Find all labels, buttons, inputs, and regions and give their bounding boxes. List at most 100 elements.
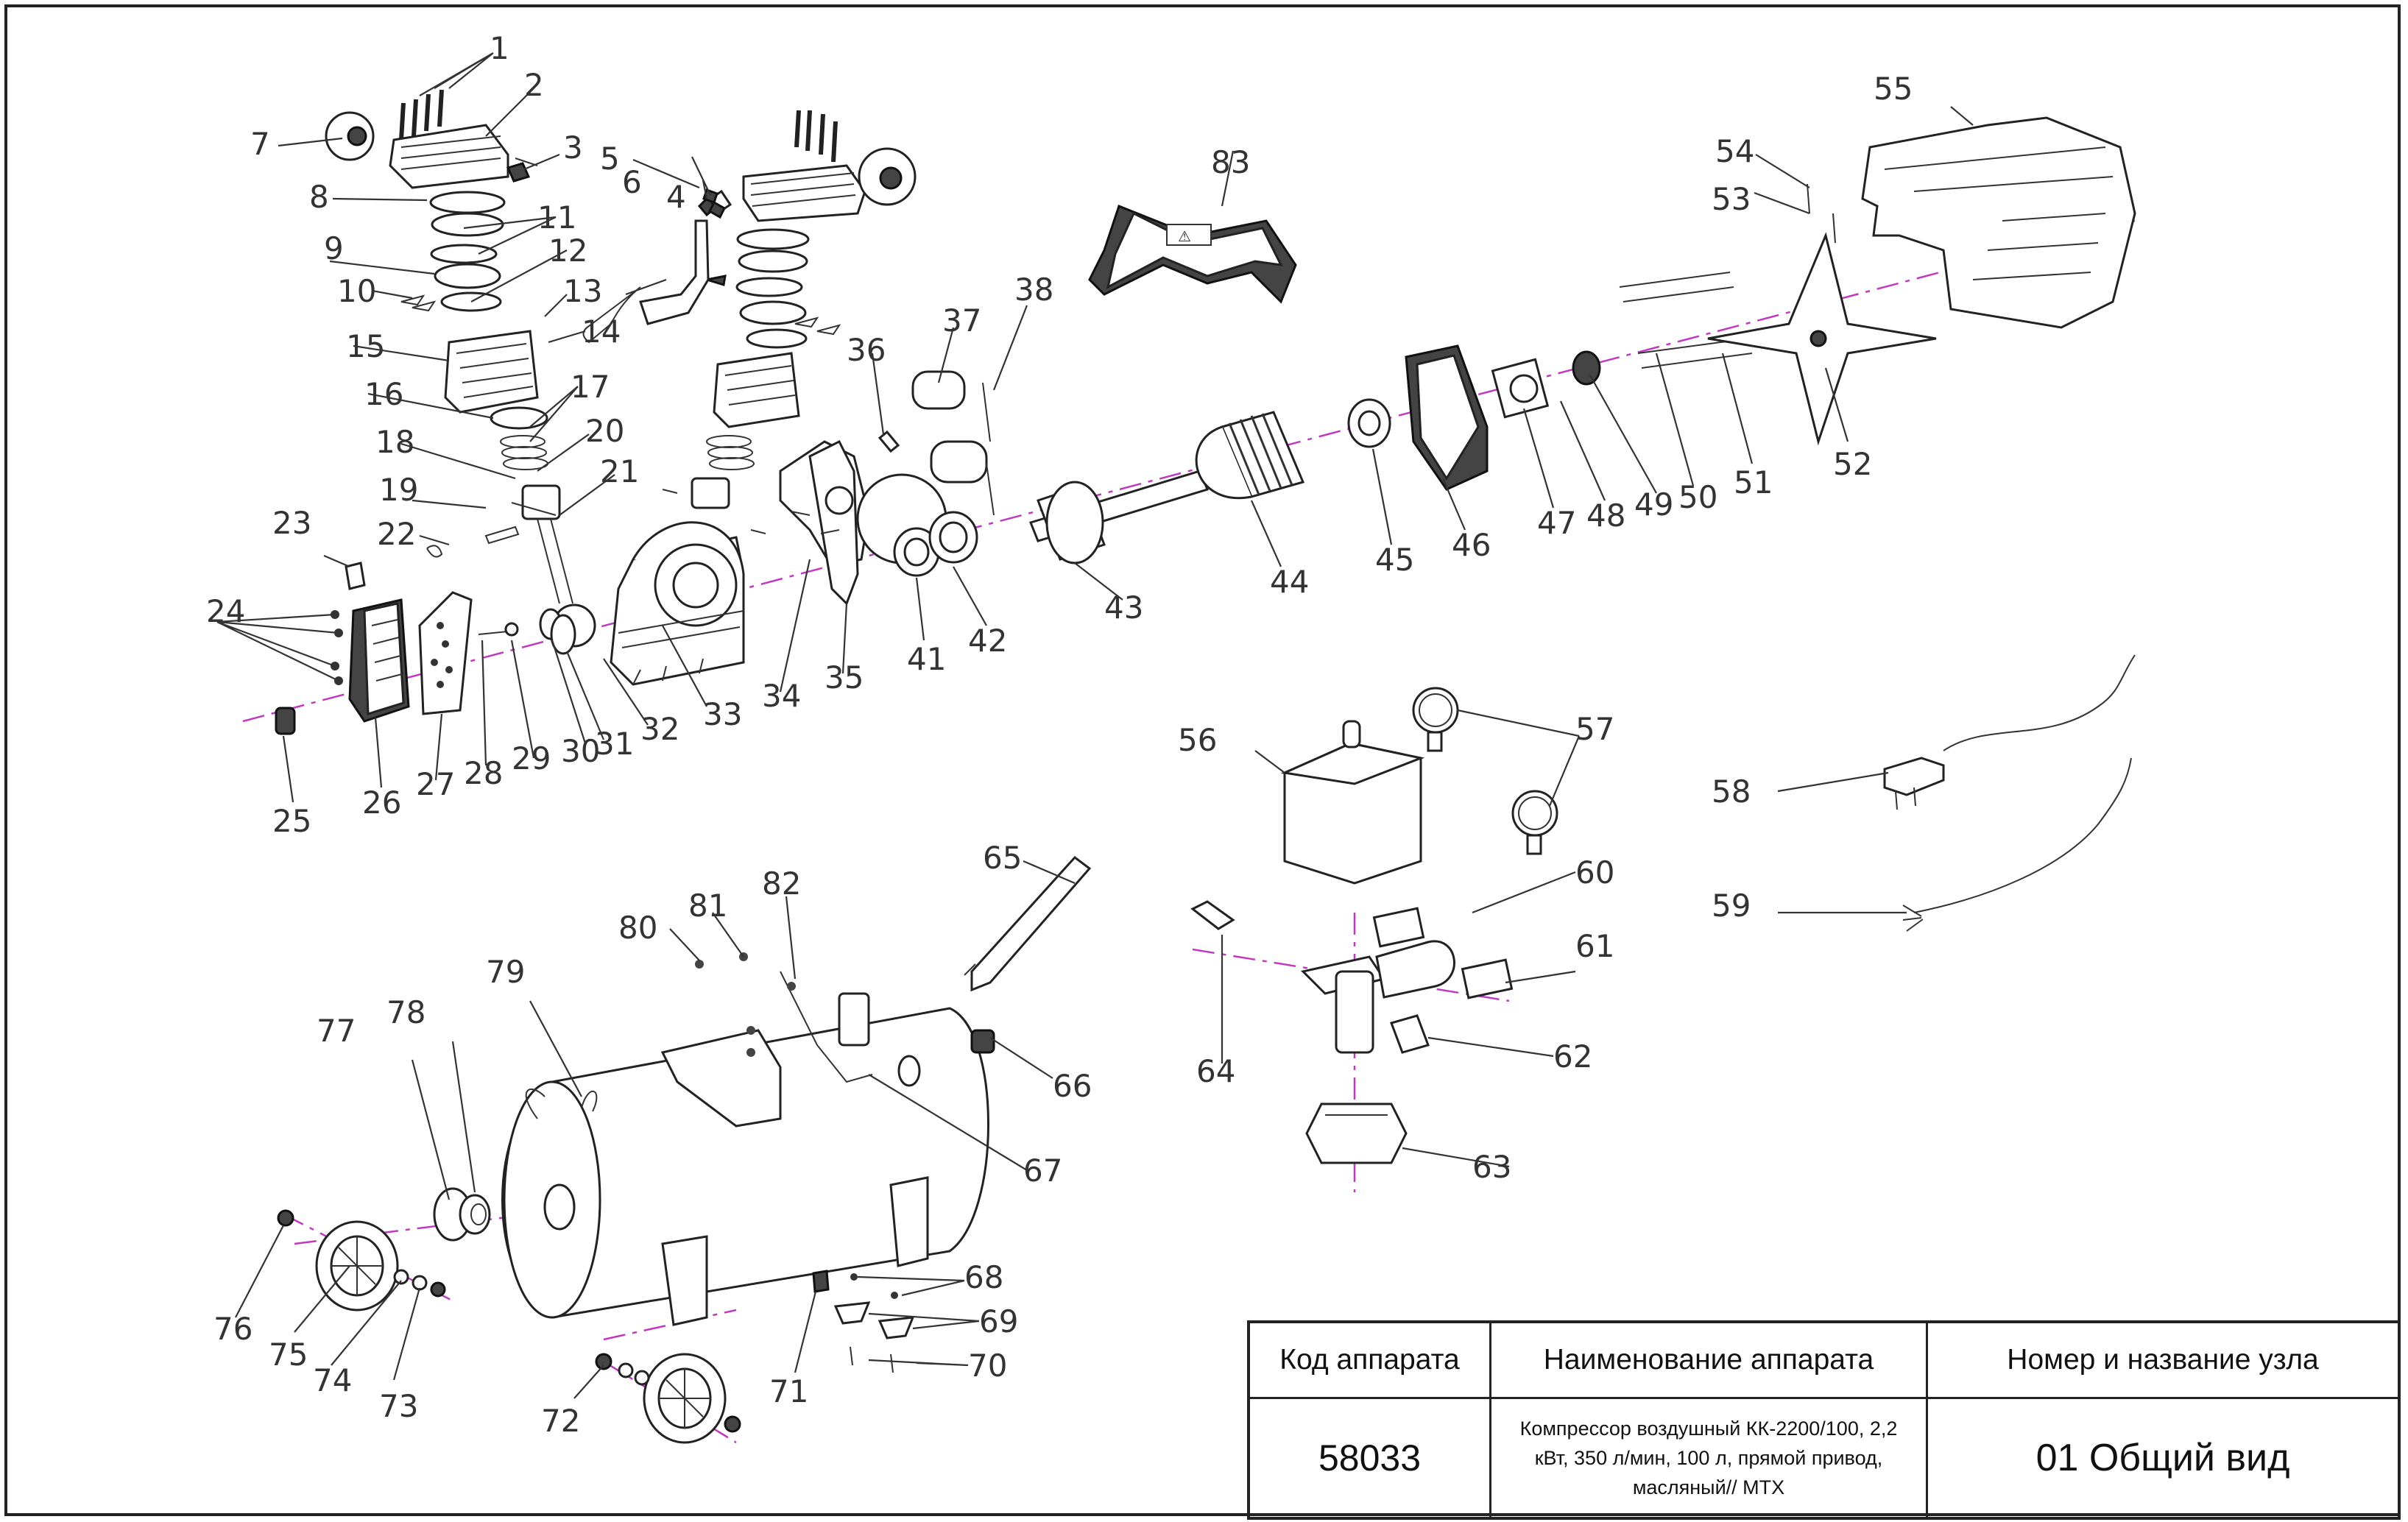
callout-67: 67	[1023, 1153, 1062, 1189]
callout-66: 66	[1053, 1068, 1092, 1104]
callout-59: 59	[1712, 888, 1751, 924]
callout-24: 24	[206, 593, 245, 629]
callout-4: 4	[666, 179, 686, 215]
callout-1: 1	[490, 30, 509, 66]
wheel-front	[277, 1209, 446, 1312]
leader-lines	[216, 52, 1974, 1399]
callout-37: 37	[942, 302, 981, 339]
callout-64: 64	[1196, 1053, 1235, 1089]
callout-49: 49	[1634, 486, 1673, 523]
callout-48: 48	[1586, 498, 1625, 534]
callout-27: 27	[416, 766, 455, 802]
header-node: Номер и название узла	[1926, 1320, 2401, 1399]
callout-63: 63	[1472, 1149, 1511, 1185]
callout-33: 33	[703, 696, 742, 732]
callout-2: 2	[524, 67, 544, 103]
left-cylinder-head-group	[325, 89, 596, 648]
callout-11: 11	[537, 199, 576, 236]
callout-18: 18	[375, 424, 414, 460]
callout-65: 65	[983, 840, 1022, 876]
callout-41: 41	[907, 641, 946, 677]
callout-26: 26	[362, 785, 401, 821]
node-name: 01 Общий вид	[1926, 1397, 2401, 1520]
callout-73: 73	[379, 1388, 418, 1424]
device-code: 58033	[1247, 1397, 1491, 1520]
belt-guard-group: ⚠	[1088, 205, 1297, 304]
callout-9: 9	[324, 230, 344, 266]
callout-14: 14	[582, 314, 621, 350]
header-name: Наименование аппарата	[1489, 1320, 1928, 1399]
callout-83: 83	[1211, 144, 1250, 180]
device-name: Компрессор воздушный КК-2200/100, 2,2 кВ…	[1489, 1397, 1928, 1520]
pressure-switch-group	[1190, 687, 1558, 1164]
callout-71: 71	[769, 1373, 808, 1409]
callout-69: 69	[979, 1303, 1018, 1339]
callout-7: 7	[250, 126, 270, 162]
callout-74: 74	[313, 1362, 352, 1398]
callout-68: 68	[964, 1259, 1003, 1295]
callout-25: 25	[272, 803, 311, 839]
callout-57: 57	[1575, 711, 1614, 747]
callout-16: 16	[364, 376, 403, 412]
callout-23: 23	[272, 505, 311, 541]
callout-5: 5	[600, 141, 620, 177]
callout-28: 28	[464, 755, 503, 791]
callout-80: 80	[618, 910, 657, 946]
callout-32: 32	[640, 711, 679, 747]
end-cover-group	[275, 562, 576, 735]
drawing-frame	[4, 4, 2401, 1516]
callout-46: 46	[1452, 527, 1491, 563]
callout-45: 45	[1375, 542, 1414, 578]
callout-62: 62	[1553, 1038, 1592, 1075]
callout-13: 13	[563, 273, 602, 309]
callout-35: 35	[825, 659, 864, 695]
callout-77: 77	[317, 1013, 356, 1049]
callout-55: 55	[1874, 71, 1913, 107]
fan-group	[1405, 116, 2136, 491]
wheel-rear	[595, 1353, 741, 1444]
callout-22: 22	[377, 516, 416, 552]
callout-51: 51	[1734, 464, 1773, 500]
callout-75: 75	[269, 1337, 308, 1373]
motor-group	[856, 370, 1391, 577]
drain-valve-group	[433, 1187, 491, 1242]
callout-54: 54	[1715, 133, 1754, 169]
callout-42: 42	[968, 623, 1007, 659]
callout-78: 78	[386, 994, 426, 1030]
header-code: Код аппарата	[1247, 1320, 1491, 1399]
callout-3: 3	[563, 130, 583, 166]
callout-19: 19	[379, 472, 418, 508]
callout-50: 50	[1678, 479, 1717, 515]
callout-31: 31	[595, 726, 634, 762]
callout-15: 15	[346, 328, 385, 364]
tank-group	[501, 952, 995, 1326]
callout-38: 38	[1014, 272, 1053, 308]
callout-60: 60	[1575, 854, 1614, 891]
callout-8: 8	[309, 179, 329, 215]
callout-20: 20	[585, 413, 624, 449]
right-cylinder-head-group	[582, 110, 917, 534]
power-cord-group	[1883, 654, 2136, 932]
callout-47: 47	[1537, 505, 1576, 541]
piping-group	[515, 157, 726, 325]
callout-36: 36	[847, 332, 886, 368]
callout-10: 10	[337, 273, 376, 309]
callout-82: 82	[762, 866, 801, 902]
callout-52: 52	[1833, 446, 1872, 482]
callout-81: 81	[688, 888, 727, 924]
callout-12: 12	[548, 233, 587, 269]
callout-44: 44	[1270, 564, 1309, 600]
callout-61: 61	[1575, 928, 1614, 964]
callout-53: 53	[1712, 181, 1751, 217]
warning-label-icon: ⚠	[1178, 227, 1191, 245]
callout-17: 17	[571, 369, 610, 405]
title-block: Код аппарата Наименование аппарата Номер…	[1247, 1320, 2401, 1520]
callout-30: 30	[561, 733, 600, 769]
callout-79: 79	[486, 954, 525, 990]
callout-29: 29	[512, 740, 551, 776]
callout-43: 43	[1104, 590, 1143, 626]
callout-numbers: 1 2 3 4 5 6 7 8 9 10 11 12 13 14 15 16 1…	[206, 30, 1913, 1439]
callout-34: 34	[762, 678, 801, 714]
